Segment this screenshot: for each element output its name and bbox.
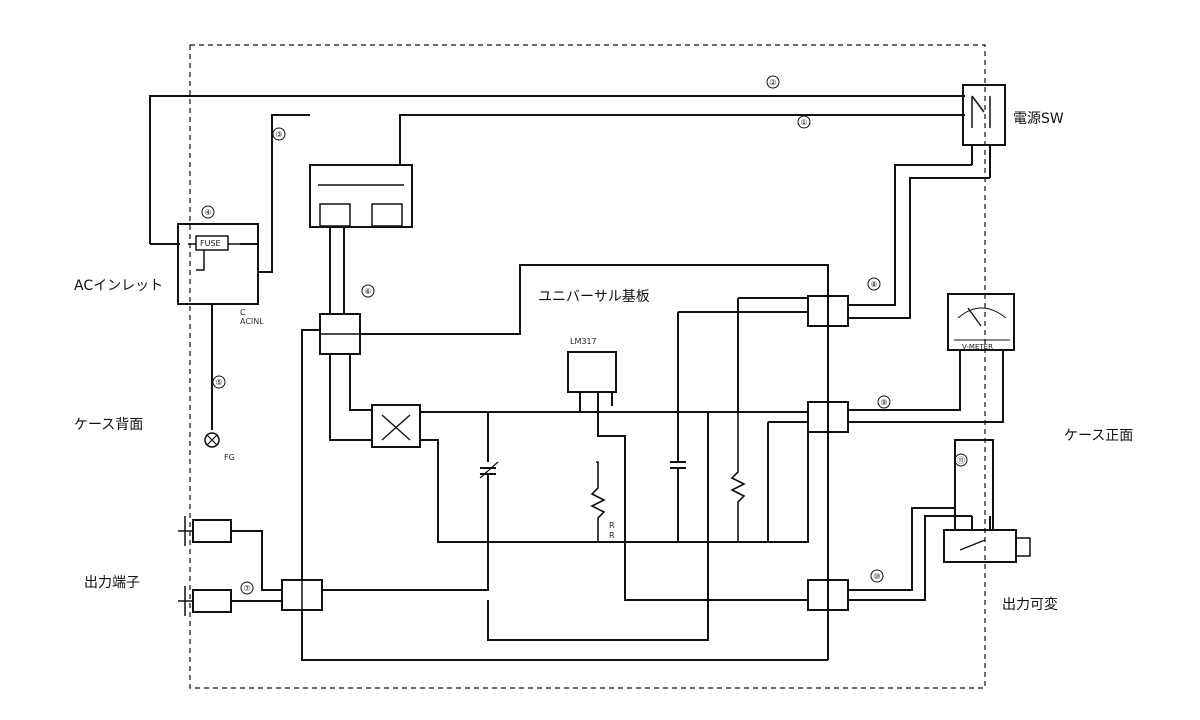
power-switch (962, 84, 1006, 146)
wire-num-10: ⑩ (873, 572, 880, 581)
meter-label: V-METER (962, 343, 993, 351)
r2-label: R (609, 531, 615, 540)
fuse-box (195, 235, 229, 251)
bridge-rectifier (371, 404, 421, 448)
volt-meter (947, 293, 1015, 351)
ac-inlet-box (177, 223, 259, 305)
transformer (309, 164, 413, 228)
wire-num-11: ⑪ (957, 456, 965, 465)
variable-resistor (943, 529, 1017, 563)
ac-inlet-label: ACインレット (74, 278, 164, 294)
wire-num-7: ⑦ (243, 584, 250, 593)
wire-num-3: ③ (275, 130, 282, 139)
fg-label: FG (224, 453, 235, 462)
case-back-label: ケース背面 (74, 417, 144, 433)
fuse-label: FUSE (200, 239, 221, 248)
wire-num-6: ⑥ (364, 287, 371, 296)
acinl-label: C ACINL (240, 308, 264, 326)
wire-num-2: ② (769, 78, 776, 87)
wire-num-8: ⑧ (870, 280, 877, 289)
lm317 (567, 351, 617, 393)
case-front-label: ケース正面 (1064, 428, 1134, 444)
wire-num-5: ⑤ (215, 378, 222, 387)
output-terminal-label: 出力端子 (84, 575, 140, 591)
case-outline (189, 44, 986, 689)
output-terminal-bottom (192, 589, 232, 613)
output-variable-label: 出力可変 (1002, 597, 1058, 613)
power-sw-label: 電源SW (1013, 111, 1064, 127)
fg-terminal (204, 432, 220, 448)
wire-num-1: ① (800, 118, 807, 127)
output-terminal-top (192, 519, 232, 543)
lm317-label: LM317 (570, 337, 597, 346)
r1-label: R (609, 521, 615, 530)
wire-num-9: ⑨ (880, 398, 887, 407)
wire-num-4: ④ (204, 208, 211, 217)
universal-board-label: ユニバーサル基板 (538, 289, 650, 305)
